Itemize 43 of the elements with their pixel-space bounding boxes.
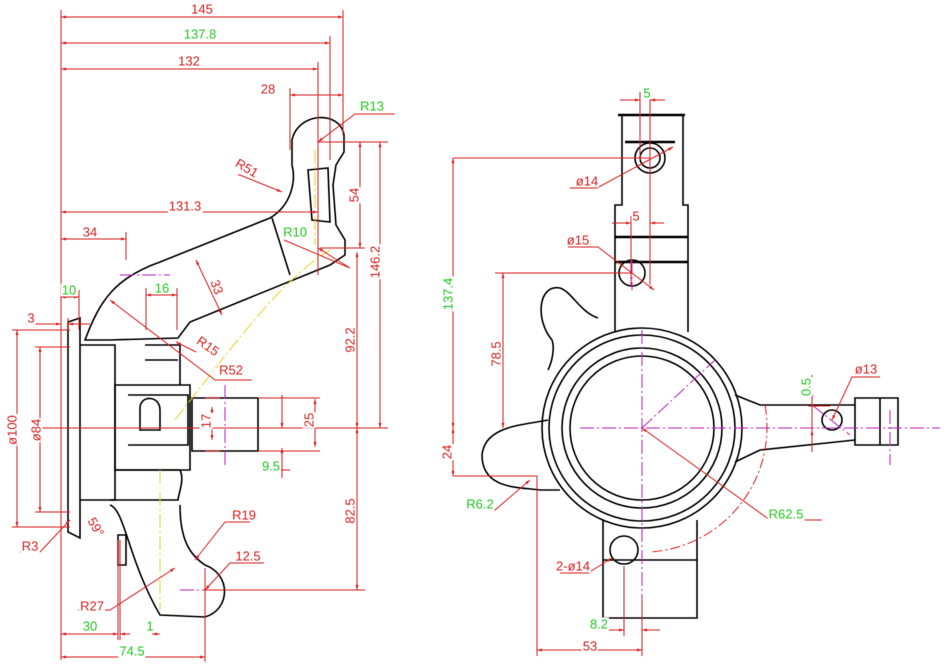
dimension-label: 16 bbox=[154, 282, 170, 294]
dimension-label: R10 bbox=[282, 226, 308, 238]
dimension-label: 5 bbox=[631, 210, 641, 222]
dimension-label: 34 bbox=[82, 226, 98, 238]
dimension-label: R62.5 bbox=[768, 508, 804, 520]
dimension-label: 0.5 bbox=[800, 376, 812, 398]
dimension-label: 24 bbox=[440, 444, 454, 460]
dimension-label: 10 bbox=[60, 284, 78, 296]
dimension-label: 8.2 bbox=[588, 618, 610, 630]
dimension-label: 78.5 bbox=[490, 340, 502, 368]
dimension-label: R27 bbox=[79, 600, 105, 612]
dimension-label: R13 bbox=[359, 100, 385, 112]
dimension-label: ø100 bbox=[6, 414, 18, 446]
dimension-label: 30 bbox=[82, 620, 98, 632]
dimension-label: 25 bbox=[302, 412, 316, 428]
dimension-label: 2-ø14 bbox=[555, 560, 591, 572]
dimension-label: ø13 bbox=[854, 362, 878, 376]
dimension-label: 1 bbox=[145, 620, 155, 632]
dimension-label: 137.4 bbox=[442, 276, 454, 312]
dimension-label: 54 bbox=[348, 186, 360, 204]
dimension-label: 132 bbox=[177, 54, 201, 68]
dimension-label: R19 bbox=[231, 508, 257, 522]
dimension-label: 33 bbox=[208, 277, 226, 297]
dimension-label: 145 bbox=[190, 2, 214, 16]
dimension-label: 82.5 bbox=[344, 497, 356, 525]
dimension-label: 131.3 bbox=[168, 200, 202, 212]
dimension-label: 53 bbox=[582, 640, 598, 652]
dimension-label: 28 bbox=[260, 82, 276, 96]
dimension-label: 3 bbox=[26, 312, 36, 324]
dimension-label: ø14 bbox=[574, 174, 600, 188]
dimension-label: R52 bbox=[218, 364, 244, 376]
dimension-label: 12.5 bbox=[234, 550, 262, 562]
dimension-label: R6.2 bbox=[465, 498, 495, 510]
dimension-label: R3 bbox=[20, 540, 40, 552]
dimension-label: ø84 bbox=[30, 418, 42, 442]
dimension-label: 137.8 bbox=[182, 28, 218, 40]
dimension-label: 146.2 bbox=[368, 244, 382, 280]
dimension-label: ø15 bbox=[566, 234, 590, 246]
dimension-label: 92.2 bbox=[344, 326, 356, 354]
dimension-label: 74.5 bbox=[118, 644, 146, 658]
dimension-label: 5 bbox=[642, 86, 652, 100]
dimension-label: 17 bbox=[200, 412, 212, 430]
dimension-label: 9.5 bbox=[260, 460, 282, 472]
